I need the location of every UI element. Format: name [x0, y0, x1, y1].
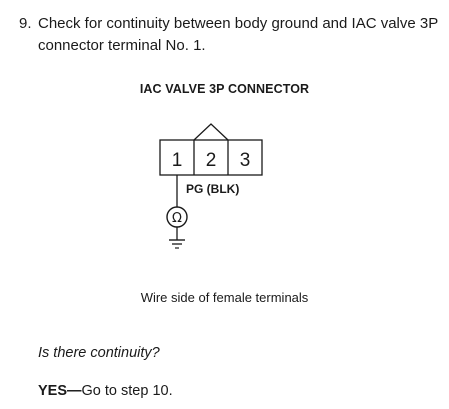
- yes-answer: YES—Go to step 10.: [38, 383, 173, 399]
- yes-label: YES: [38, 383, 68, 399]
- step-number: 9.: [19, 15, 32, 32]
- answer-dash: —: [67, 383, 82, 399]
- wire-color-label: PG (BLK): [186, 182, 239, 196]
- terminal-1-label: 1: [172, 150, 183, 171]
- ground-icon: [169, 239, 185, 249]
- continuity-question: Is there continuity?: [38, 345, 160, 361]
- step-instruction: Check for continuity between body ground…: [38, 15, 438, 54]
- connector-body: [159, 139, 263, 176]
- yes-instruction: Go to step 10.: [81, 383, 173, 399]
- connector-title: IAC VALVE 3P CONNECTOR: [139, 82, 310, 96]
- diagram-caption: Wire side of female terminals: [140, 290, 309, 305]
- connector-diagram: 1 2 3 PG (BLK) Ω: [159, 123, 263, 249]
- terminal-2-label: 2: [206, 150, 217, 171]
- terminal-3-label: 3: [240, 150, 251, 171]
- ohm-symbol: Ω: [172, 211, 182, 226]
- connector-key-notch: [193, 123, 229, 141]
